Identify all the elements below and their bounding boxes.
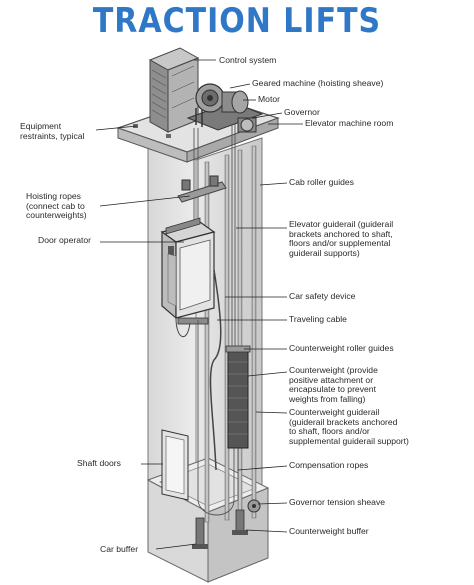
governor [237,117,257,133]
label-governor: Governor [284,107,320,117]
leader-lines [95,59,303,550]
label-traveling-cable: Traveling cable [289,314,347,324]
label-door-operator: Door operator [38,235,92,245]
control-cabinet [148,47,200,133]
cab-crosshead [177,175,227,203]
label-governor-tension-sheave: Governor tension sheave [289,497,386,507]
label-hoisting-ropes: Hoisting ropes (connect cab to counterwe… [26,191,87,221]
label-geared-machine: Geared machine (hoisting sheave) [252,78,384,88]
label-compensation-ropes: Compensation ropes [289,460,369,470]
label-motor: Motor [258,94,280,104]
diagram-title: TRACTION LIFTS [92,1,382,42]
label-counterweight-roller-guides: Counterweight roller guides [289,343,394,353]
label-elevator-guiderail: Elevator guiderail (guiderail brackets a… [289,219,394,258]
counterweight [225,345,251,449]
car-buffer [192,517,208,549]
governor-tension-sheave [247,499,261,513]
counterweight-buffer [232,509,248,535]
label-shaft-doors: Shaft doors [77,458,121,468]
traveling-cable [209,269,222,471]
compensation-ropes [197,320,239,516]
label-equipment-restraints: Equipment restraints, typical [20,121,85,141]
label-counterweight-guiderail: Counterweight guiderail (guiderail brack… [289,407,409,446]
label-machine-room: Elevator machine room [305,118,394,128]
label-counterweight: Counterweight (provide positive attachme… [289,365,378,404]
label-car-safety-device: Car safety device [289,291,356,301]
hoisting-machine [186,83,264,131]
label-car-buffer: Car buffer [100,544,139,554]
hoisting-ropes [193,124,236,350]
elevator-cab [160,217,216,337]
label-counterweight-buffer: Counterweight buffer [289,526,369,536]
label-cab-roller-guides: Cab roller guides [289,177,354,187]
label-control-system: Control system [219,55,277,65]
guiderails [204,145,257,523]
shaft-doors [161,253,189,501]
